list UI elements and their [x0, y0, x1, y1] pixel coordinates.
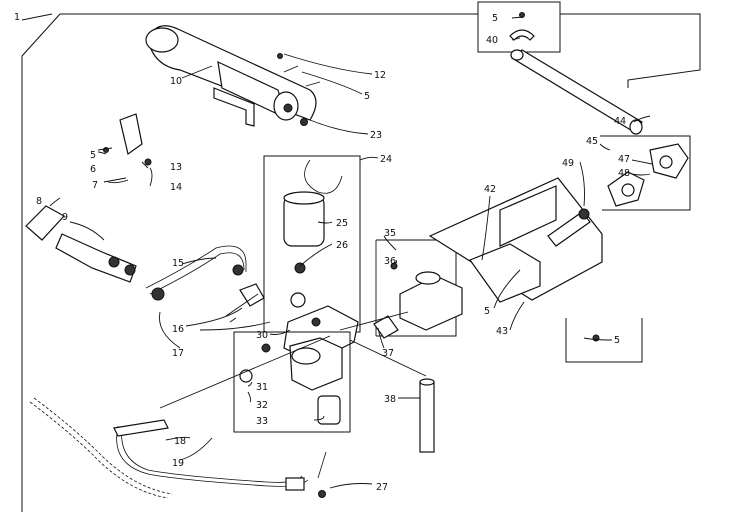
callout-5-clip: 5 — [492, 13, 498, 24]
callout-49: 49 — [562, 158, 574, 169]
callout-32: 32 — [256, 400, 268, 411]
callout-10: 10 — [170, 76, 182, 87]
callout-16: 16 — [172, 324, 184, 335]
callout-33: 33 — [256, 416, 268, 427]
callout-40: 40 — [486, 35, 498, 46]
main-bracket — [428, 177, 603, 303]
callout-19: 19 — [172, 458, 184, 469]
callout-5-burner: 5 — [364, 91, 370, 102]
callout-30: 30 — [256, 330, 268, 341]
callout-37: 37 — [382, 348, 394, 359]
callout-7: 7 — [92, 180, 98, 191]
callout-31: 31 — [256, 382, 268, 393]
callout-8: 8 — [36, 196, 42, 207]
callout-27: 27 — [376, 482, 388, 493]
callout-5-bracket: 5 — [90, 150, 96, 161]
callout-6: 6 — [90, 164, 96, 175]
callout-45: 45 — [586, 136, 598, 147]
callout-44: 44 — [614, 116, 626, 127]
callout-5-plate: 5 — [484, 306, 490, 317]
gas-line-tubing — [145, 245, 265, 307]
leader-lines — [49, 16, 653, 489]
callout-43: 43 — [496, 326, 508, 337]
connector-fitting — [373, 315, 399, 339]
orifice-fitting — [547, 208, 591, 247]
callout-1: 1 — [14, 12, 20, 23]
callout-23: 23 — [370, 130, 382, 141]
callout-labels: 1 5 40 12 5 10 23 44 45 47 48 49 24 5 6 … — [14, 12, 630, 493]
flex-hose — [29, 397, 173, 499]
callout-15: 15 — [172, 258, 184, 269]
regulator-body — [283, 305, 359, 391]
callout-47: 47 — [618, 154, 630, 165]
callout-35: 35 — [384, 228, 396, 239]
callout-38: 38 — [384, 394, 396, 405]
callout-36: 36 — [384, 256, 396, 267]
burner-screws — [277, 53, 321, 126]
callout-24: 24 — [380, 154, 392, 165]
thermocouple-line — [113, 419, 309, 491]
callout-9: 9 — [62, 212, 68, 223]
burner-tube — [145, 25, 317, 127]
screw-27 — [317, 451, 327, 498]
control-valve-box — [375, 239, 463, 337]
callout-17: 17 — [172, 348, 184, 359]
probe-tube — [419, 378, 435, 453]
callout-13: 13 — [170, 162, 182, 173]
callout-26: 26 — [336, 240, 348, 251]
callout-25: 25 — [336, 218, 348, 229]
callout-12: 12 — [374, 70, 386, 81]
callout-18: 18 — [174, 436, 186, 447]
callout-14: 14 — [170, 182, 182, 193]
right-valve-detail — [600, 135, 691, 211]
igniter-assembly — [25, 205, 137, 283]
right-burner-tube — [510, 49, 643, 135]
callout-48: 48 — [618, 168, 630, 179]
mounting-bracket — [97, 113, 152, 183]
callout-42: 42 — [484, 184, 496, 195]
callout-5-detail: 5 — [614, 335, 620, 346]
